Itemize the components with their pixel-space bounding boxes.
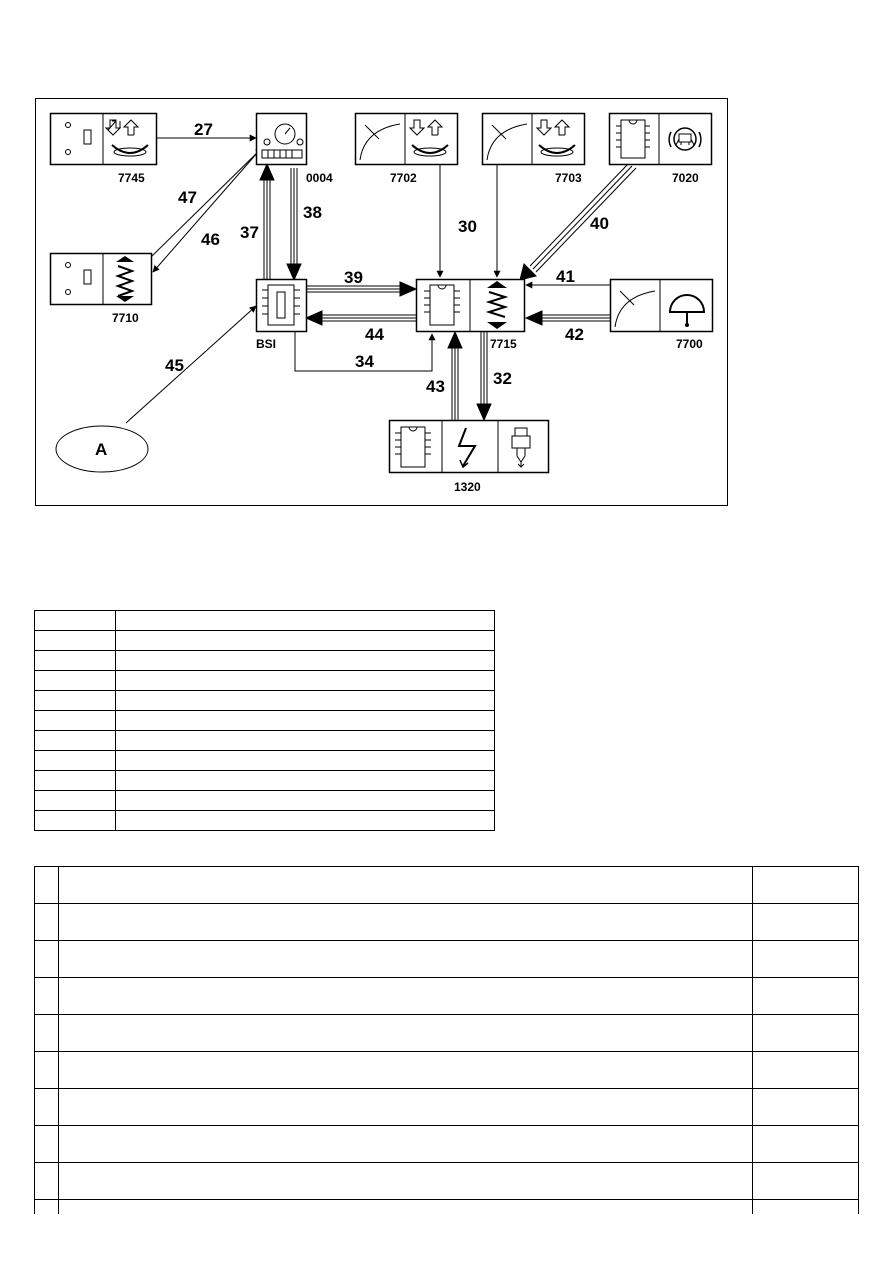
node-bsi (255, 278, 308, 333)
table-row (34, 790, 495, 811)
node-0004-label: 0004 (306, 171, 333, 185)
link-39-label: 39 (344, 268, 363, 287)
table-row (34, 940, 859, 978)
node-1320 (388, 419, 550, 474)
link-47-label: 47 (178, 188, 197, 207)
link-37 (259, 162, 275, 280)
link-45-label: 45 (165, 356, 184, 375)
node-7703-label: 7703 (555, 171, 582, 185)
link-42-label: 42 (565, 325, 584, 344)
node-7700-label: 7700 (676, 337, 703, 351)
table-row (34, 610, 495, 631)
table-row (34, 866, 859, 904)
link-46 (152, 151, 259, 273)
table-row (34, 630, 495, 651)
node-7715 (415, 278, 526, 333)
table-row (34, 650, 495, 671)
network-diagram: 7745 0004 7702 7703 (35, 98, 728, 506)
link-45 (125, 305, 257, 424)
table-row (34, 1162, 859, 1200)
link-40 (519, 163, 637, 281)
link-32-label: 32 (493, 369, 512, 388)
table-row (34, 1051, 859, 1089)
link-34 (294, 331, 436, 372)
link-38-label: 38 (303, 203, 322, 222)
node-7745-label: 7745 (118, 171, 145, 185)
node-7702-label: 7702 (390, 171, 417, 185)
link-38 (286, 168, 302, 282)
node-7020-label: 7020 (672, 171, 699, 185)
diagram-frame (35, 98, 728, 506)
link-44 (304, 310, 416, 326)
link-43-label: 43 (426, 377, 445, 396)
link-47 (149, 147, 263, 259)
link-32 (476, 332, 492, 422)
table-row (34, 1125, 859, 1163)
node-7020 (608, 112, 713, 166)
node-7700 (609, 278, 714, 333)
link-41-label: 41 (556, 267, 575, 286)
link-43 (447, 330, 463, 420)
table-row (34, 690, 495, 711)
link-40-label: 40 (590, 214, 609, 233)
node-7710 (49, 252, 153, 306)
table-row (34, 1199, 859, 1214)
node-7703 (481, 112, 586, 166)
table-row (34, 670, 495, 691)
node-a (55, 425, 149, 473)
table-row (34, 903, 859, 941)
node-a-label: A (95, 440, 107, 459)
link-37-label: 37 (240, 223, 259, 242)
table-row (34, 1014, 859, 1052)
table-row (34, 710, 495, 731)
legend-table-large (34, 866, 859, 1214)
link-27-label: 27 (194, 120, 213, 139)
link-46-label: 46 (201, 230, 220, 249)
table-row (34, 750, 495, 771)
table-row (34, 810, 495, 831)
table-row (34, 1088, 859, 1126)
link-44-label: 44 (365, 325, 384, 344)
link-34-label: 34 (355, 352, 374, 371)
node-0004 (255, 112, 308, 166)
link-42 (524, 310, 610, 326)
table-row (34, 730, 495, 751)
node-bsi-label: BSI (256, 337, 276, 351)
node-1320-label: 1320 (454, 480, 481, 494)
node-7715-label: 7715 (490, 337, 517, 351)
node-7702 (354, 112, 459, 166)
link-39 (306, 281, 418, 297)
legend-table-small (34, 610, 495, 831)
table-row (34, 770, 495, 791)
table-row (34, 977, 859, 1015)
node-7710-label: 7710 (112, 311, 139, 325)
link-30-label: 30 (458, 217, 477, 236)
node-7745 (49, 112, 158, 166)
